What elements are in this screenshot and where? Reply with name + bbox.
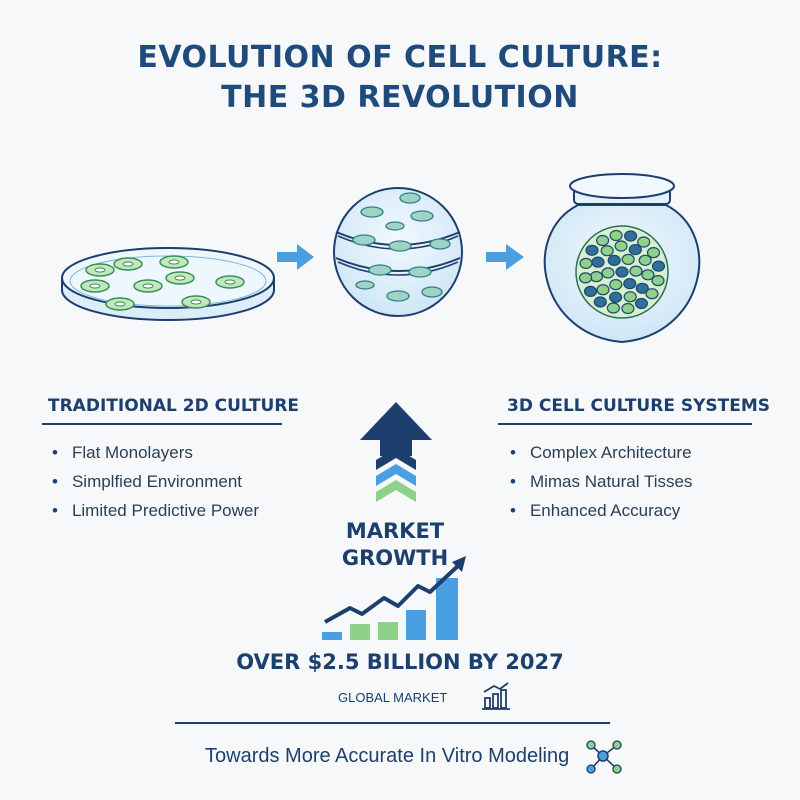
page-title: EVOLUTION OF CELL CULTURE: THE 3D REVOLU… — [0, 38, 800, 118]
mini-bar-chart-icon — [482, 682, 510, 710]
spheroid-cell — [607, 254, 621, 266]
market-growth-label: MARKET GROWTH — [320, 518, 470, 572]
left-column-list: Flat Monolayers Simplfied Environment Li… — [52, 438, 259, 525]
spheroid-cell — [615, 266, 629, 278]
left-column-divider — [42, 423, 282, 425]
spheroid-cell — [595, 234, 610, 247]
market-sublabel: GLOBAL MARKET — [338, 690, 448, 705]
arrow-right-icon — [486, 244, 524, 270]
market-label-line-2: GROWTH — [341, 546, 449, 570]
right-column-list: Complex Architecture Mimas Natural Tisse… — [510, 438, 692, 525]
spheroid-cell — [606, 302, 621, 314]
title-line-2: THE 3D REVOLUTION — [221, 80, 579, 115]
spheroid-cell — [651, 275, 665, 287]
spheroid-cell — [623, 278, 637, 290]
list-item: Simplfied Environment — [52, 467, 259, 496]
petri-dish-icon — [61, 247, 275, 321]
spheroid-cell — [635, 282, 649, 294]
spheroid-cell — [609, 229, 623, 242]
tagline: Towards More Accurate In Vitro Modeling — [205, 745, 570, 767]
spheroid-cell — [609, 279, 623, 291]
list-item: Complex Architecture — [510, 438, 692, 467]
spheroid-cell — [589, 271, 604, 283]
spheroid-cell — [645, 288, 659, 300]
spheroid-cell — [623, 291, 637, 303]
spheroid-cell — [578, 272, 593, 284]
spheroid-cell — [646, 247, 661, 259]
spheroid-cell — [641, 269, 655, 281]
right-column-heading: 3D CELL CULTURE SYSTEMS — [507, 396, 771, 416]
market-stat: OVER $2.5 BILLION BY 2027 — [236, 650, 564, 674]
right-column-divider — [498, 423, 752, 425]
left-column-heading: TRADITIONAL 2D CULTURE — [48, 396, 300, 416]
spheroid-cell — [608, 291, 623, 303]
list-item: Limited Predictive Power — [52, 496, 259, 525]
spheroid-cell — [596, 284, 610, 296]
spheroid-cell — [629, 265, 643, 277]
layered-sphere-icon — [333, 187, 463, 317]
list-item: Enhanced Accuracy — [510, 496, 692, 525]
spheroid-cell — [601, 267, 615, 279]
spheroid-cell — [614, 240, 628, 252]
spheroid-cell — [634, 297, 649, 310]
spheroid-cell — [600, 245, 614, 257]
spheroid-cell — [593, 296, 607, 308]
spheroid-cell — [583, 285, 598, 297]
spheroid-cell — [585, 244, 599, 256]
list-item: Flat Monolayers — [52, 438, 259, 467]
spheroid-cell — [628, 244, 642, 256]
bottom-divider — [175, 722, 610, 724]
title-line-1: EVOLUTION OF CELL CULTURE: — [137, 40, 663, 75]
molecule-icon — [586, 740, 622, 774]
spheroid-cell — [591, 256, 605, 268]
spheroid-cell — [621, 302, 635, 315]
market-label-line-1: MARKET — [345, 519, 445, 543]
list-item: Mimas Natural Tisses — [510, 467, 692, 496]
spheroid-cell — [579, 257, 593, 269]
spheroid-cell — [623, 230, 638, 242]
up-arrow-icon — [360, 402, 432, 502]
spheroid-cell — [621, 253, 635, 265]
spheroid-cell — [638, 254, 652, 266]
spheroid-jar-icon — [543, 173, 701, 344]
arrow-right-icon — [277, 244, 314, 270]
growth-chart-icon — [322, 556, 466, 640]
spheroid-cell — [651, 260, 666, 272]
spheroid-cell — [637, 236, 651, 248]
